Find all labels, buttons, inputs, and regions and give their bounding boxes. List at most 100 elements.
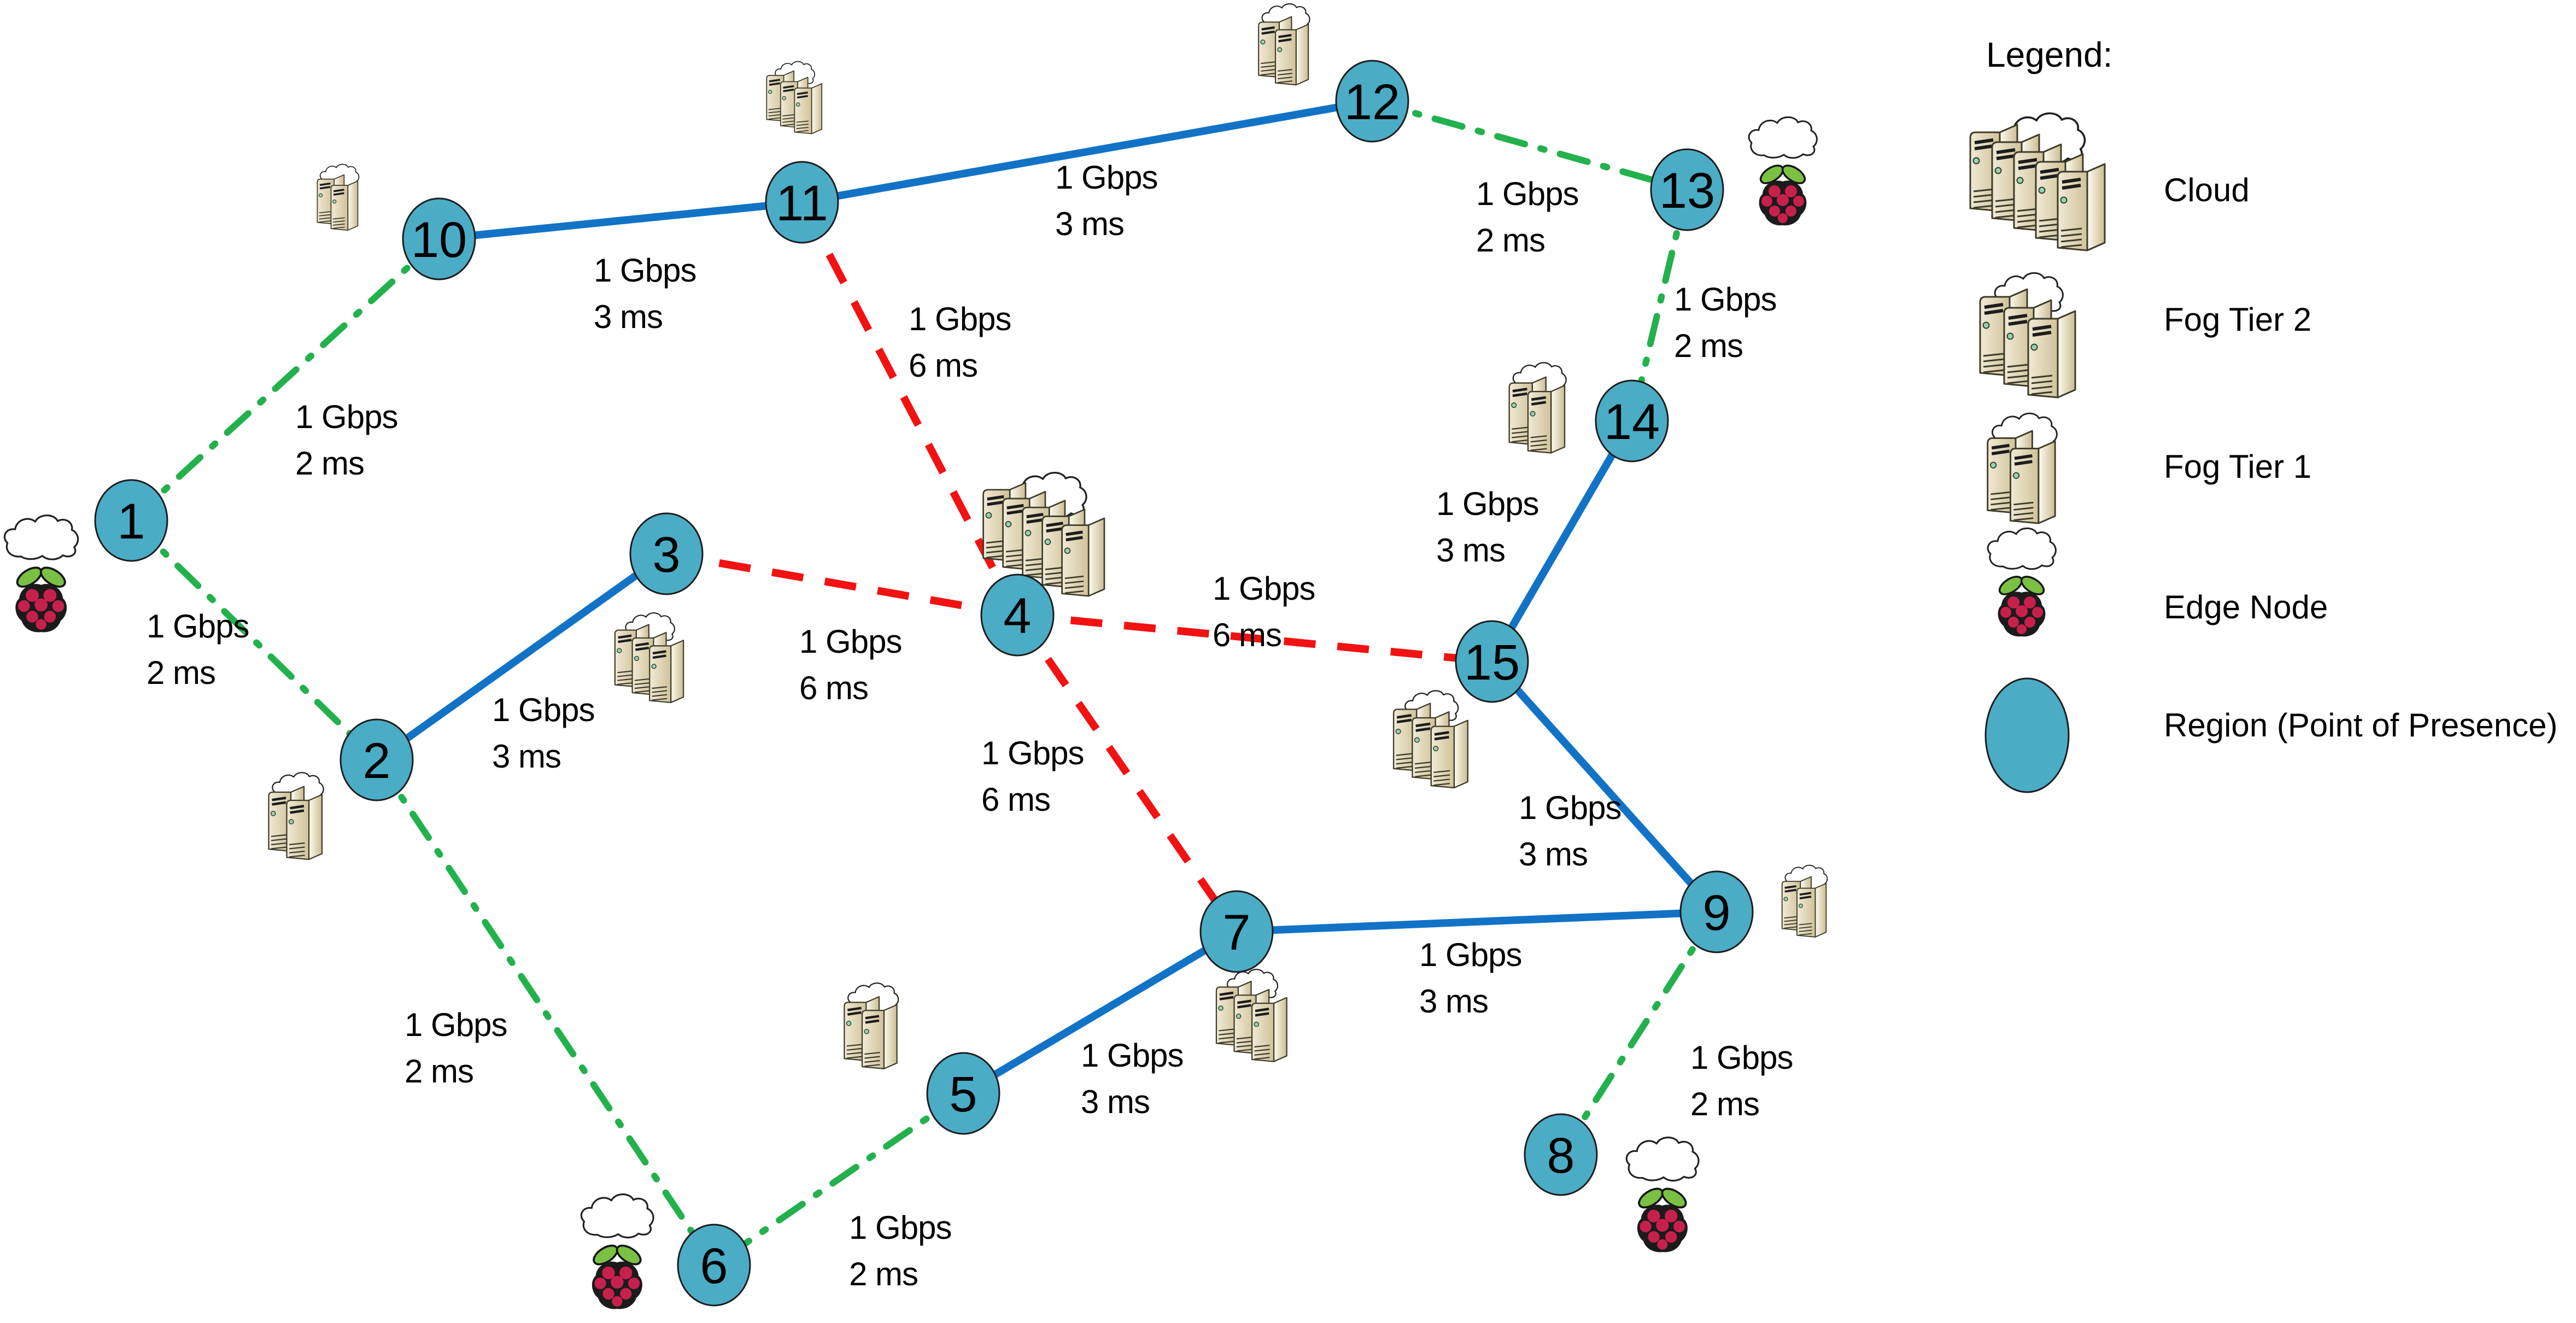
region-node-number: 10 [411,212,467,268]
region-node-ellipse [1679,870,1754,953]
link-latency-label: 6 ms [1213,617,1281,653]
link-label-9-15: 1 Gbps 3 ms [1519,789,1621,873]
region-node-5: 5 [926,1052,1000,1135]
link-label-5-7: 1 Gbps 3 ms [1081,1037,1184,1120]
region-node-number: 5 [949,1067,977,1122]
legend-item-label: Cloud [2164,172,2250,208]
region-node-ellipse [677,1224,751,1307]
fog-tier1-icon [1509,362,1566,453]
legend-item-label: Edge Node [2164,589,2328,625]
link-14-15 [1488,417,1636,665]
region-node-ellipse [1199,890,1274,973]
region-node-15: 15 [1455,620,1529,703]
fog-tier2-icon [766,62,822,134]
region-node-ellipse [926,1052,1000,1135]
link-5-7 [959,928,1240,1097]
region-node-number: 15 [1464,635,1520,690]
fog-tier1-icon [844,983,898,1069]
region-node-number: 2 [362,733,390,789]
region-node-11: 11 [765,161,839,244]
region-node-ellipse [1524,1113,1598,1196]
link-label-11-12: 1 Gbps 3 ms [1055,159,1158,242]
fog-tier2-icon [1394,690,1468,788]
link-label-12-13: 1 Gbps 2 ms [1476,175,1579,259]
link-bandwidth-label: 1 Gbps [1055,159,1157,196]
region-node-ellipse [1595,379,1669,463]
link-bandwidth-label: 1 Gbps [981,735,1084,771]
legend-title: Legend: [1986,35,2112,74]
link-7-9 [1233,908,1720,935]
link-bandwidth-label: 1 Gbps [1419,936,1521,973]
link-12-13 [1369,98,1690,193]
link-4-15 [1017,611,1492,665]
link-latency-label: 3 ms [1519,836,1588,873]
region-node-number: 11 [776,175,828,231]
link-bandwidth-label: 1 Gbps [1436,485,1538,522]
link-5-6 [711,1090,967,1268]
legend-item-edge-node: Edge Node [1988,528,2328,636]
legend-item-cloud: Cloud [1970,113,2250,250]
fog-tier2-icon [1216,969,1287,1061]
region-node-14: 14 [1595,379,1669,463]
region-node-ellipse [1455,620,1529,703]
link-latency-label: 2 ms [1476,222,1545,259]
region-node-7: 7 [1199,890,1274,973]
link-latency-label: 6 ms [981,781,1050,818]
link-10-11 [435,198,806,243]
link-9-15 [1488,658,1720,916]
link-bandwidth-label: 1 Gbps [1213,570,1315,607]
link-1-10 [128,236,442,524]
region-node-3: 3 [629,512,704,595]
link-4-7 [1014,613,1240,934]
link-2-6 [373,757,717,1268]
cloud-datacenter-icon [983,473,1104,596]
region-node-12: 12 [1335,60,1409,143]
link-bandwidth-label: 1 Gbps [1674,281,1776,318]
region-node-number: 13 [1659,163,1715,219]
link-bandwidth-label: 1 Gbps [1519,789,1621,826]
region-node-number: 14 [1604,394,1660,450]
fog-tier1-icon [1782,865,1828,937]
region-node-10: 10 [402,197,476,280]
link-bandwidth-label: 1 Gbps [1476,175,1578,212]
legend-item-fog-tier-1: Fog Tier 1 [1988,413,2311,523]
region-node-8: 8 [1524,1113,1598,1196]
link-label-4-15: 1 Gbps 6 ms [1213,570,1315,653]
region-node-4: 4 [980,573,1055,657]
region-icon [1984,677,2070,793]
fog-tier2-icon [1980,273,2075,397]
region-node-6: 6 [677,1224,751,1307]
link-latency-label: 3 ms [1055,206,1124,242]
region-node-ellipse [339,718,414,801]
region-node-1: 1 [94,479,168,562]
link-latency-label: 3 ms [1081,1084,1150,1120]
region-node-ellipse [402,197,476,280]
fog-tier1-icon [269,772,324,859]
cloud-datacenter-icon [1970,113,2105,250]
link-bandwidth-label: 1 Gbps [1081,1037,1183,1074]
region-node-number: 4 [1003,588,1031,644]
link-bandwidth-label: 1 Gbps [909,301,1011,337]
link-4-11 [798,200,1021,617]
link-latency-label: 3 ms [492,738,561,775]
link-bandwidth-label: 1 Gbps [492,692,594,728]
fog-tier2-icon [615,613,683,703]
link-bandwidth-label: 1 Gbps [405,1006,507,1043]
edge-node-icon [1749,117,1817,225]
region-node-number: 9 [1702,885,1730,941]
edge-node-icon [1626,1138,1699,1252]
edge-node-icon [4,516,78,633]
link-11-12 [798,97,1376,206]
region-node-number: 6 [700,1238,728,1294]
link-8-9 [1558,909,1720,1158]
